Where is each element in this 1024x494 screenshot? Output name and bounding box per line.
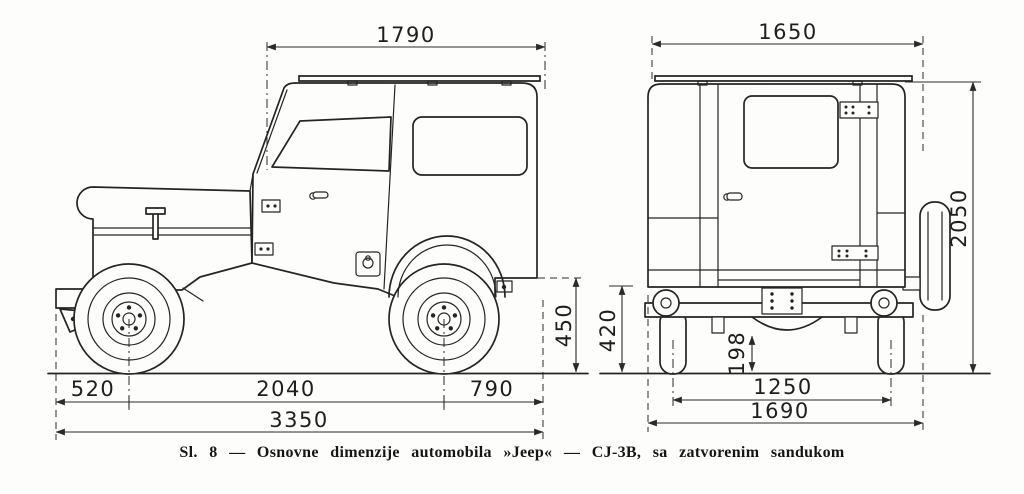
roof-rack-rear	[654, 75, 913, 86]
rear-door-window	[743, 95, 839, 169]
side-view-drawing	[47, 75, 589, 375]
spare-tire	[902, 201, 951, 311]
right-bumperette	[870, 289, 898, 317]
door-hinge-lower	[254, 242, 274, 256]
side-view-dimensions: 1790 450 520 2040 790 3350	[55, 23, 584, 440]
rear-door-hinge-upper	[839, 101, 879, 119]
dim-wheel-track: 1250	[753, 375, 812, 399]
fuel-filler-box	[355, 251, 381, 277]
differential-housing	[751, 316, 823, 331]
rear-door-hinge-lower	[831, 245, 879, 261]
dim-rear-sill-height: 450	[552, 303, 576, 348]
cab-and-box	[251, 82, 538, 297]
door-rear-edge	[383, 84, 396, 290]
dim-overall-width: 1690	[750, 399, 809, 423]
rear-fender-arch	[388, 235, 506, 298]
dim-front-overhang: 520	[71, 377, 116, 401]
rear-view-drawing	[599, 75, 991, 375]
roof-rack-side	[298, 75, 541, 86]
figure-caption: Sl. 8 — Osnovne dimenzije automobila »Je…	[179, 444, 845, 461]
door-hinge-upper	[261, 199, 281, 213]
dim-rear-overhang: 790	[470, 377, 515, 401]
dim-overall-length: 3350	[269, 408, 328, 432]
dim-overall-height: 2050	[947, 188, 971, 247]
dim-body-top-width: 1650	[758, 20, 817, 44]
door-window	[271, 116, 392, 172]
hood-latch	[152, 212, 159, 240]
license-plate-bracket	[761, 287, 803, 315]
rear-view-dimensions: 1650 2050 420 198 1250 1690	[596, 20, 981, 432]
dim-rear-step-height: 420	[596, 308, 620, 353]
left-bumperette	[652, 289, 680, 317]
rear-side-window	[412, 116, 528, 176]
dim-hitch-clearance: 198	[725, 331, 749, 376]
dim-body-top-length: 1790	[376, 23, 435, 47]
windshield-frame	[256, 89, 288, 174]
rear-body-box	[647, 83, 906, 288]
dim-wheelbase: 2040	[256, 377, 315, 401]
